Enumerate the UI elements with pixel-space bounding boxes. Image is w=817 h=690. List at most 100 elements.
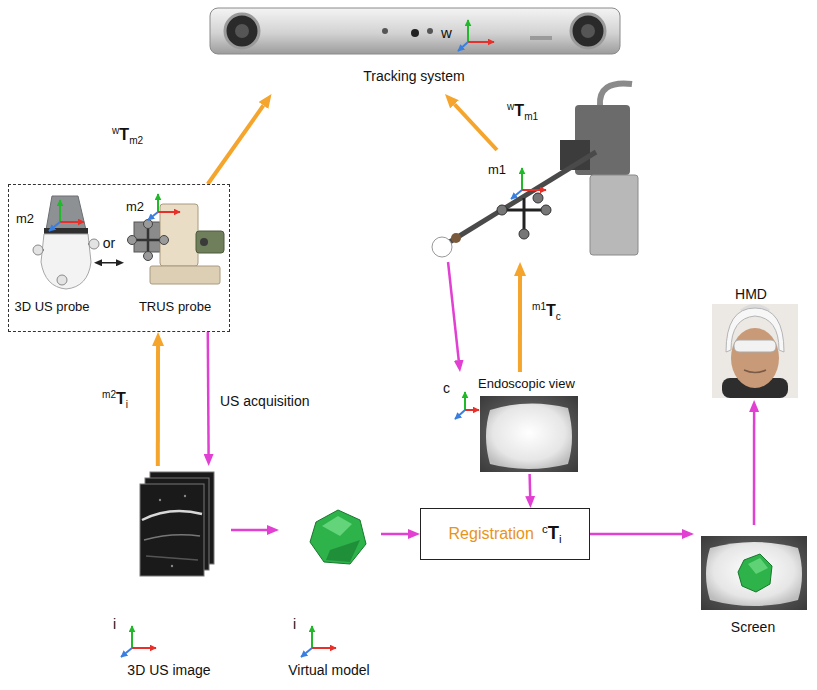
process-title: Registration xyxy=(449,524,534,543)
probe-item: m2 3D US probe xyxy=(12,191,94,329)
hmd-photo xyxy=(731,328,779,388)
us-3d-probe xyxy=(33,245,43,255)
superscript: m2 xyxy=(102,389,116,400)
image-caption: 3D US probe xyxy=(12,299,92,315)
coordinate-axes xyxy=(301,648,312,657)
frame-label: c xyxy=(443,380,450,397)
frame-label: m2 xyxy=(16,211,34,227)
tracking-camera xyxy=(210,8,620,54)
trus-probe xyxy=(144,220,153,229)
image-caption: Tracking system xyxy=(204,68,624,85)
subscript: i xyxy=(559,533,562,545)
us-3d-probe xyxy=(33,196,99,289)
coordinate-axes xyxy=(131,626,133,648)
virtual-model xyxy=(310,510,366,564)
superscript: w xyxy=(112,125,119,136)
trus-probe xyxy=(150,266,220,284)
us-volume-stack xyxy=(184,495,186,497)
endoscope-robot xyxy=(533,193,543,203)
coordinate-axes xyxy=(60,221,84,223)
transform-symbol: T xyxy=(514,101,524,119)
endoscopic-view: cEndoscopic view xyxy=(440,372,580,474)
coordinate-axes xyxy=(157,194,159,212)
subscript: i xyxy=(126,399,128,410)
subscript: c xyxy=(556,311,561,322)
probe-group: orm23D US probem2TRUS probe xyxy=(8,184,230,332)
trus-probe xyxy=(160,236,169,245)
endoscope-robot xyxy=(448,152,596,243)
coordinate-axes xyxy=(311,626,313,648)
screen-image xyxy=(701,536,807,610)
coordinate-axes xyxy=(522,189,546,191)
trus-probe xyxy=(196,231,224,253)
trus-probe xyxy=(200,238,208,246)
edge-label: US acquisition xyxy=(218,392,312,410)
superscript: w xyxy=(507,101,514,112)
screen-image xyxy=(748,558,768,574)
endoscope-robot xyxy=(600,83,632,106)
endoscopic-image xyxy=(486,403,572,469)
flow-arrow xyxy=(753,412,756,525)
tracking-camera xyxy=(235,24,249,38)
us-3d-probe xyxy=(89,239,99,249)
trus-probe xyxy=(128,204,225,284)
or-label: or xyxy=(89,235,129,252)
endoscope-robot xyxy=(519,229,529,239)
endoscope-robot xyxy=(541,205,551,215)
connector-group xyxy=(102,104,754,534)
hmd-photo xyxy=(734,340,776,352)
coordinate-axes xyxy=(132,647,156,649)
flow-arrow xyxy=(207,332,210,454)
coordinate-axes xyxy=(148,212,158,220)
process-box: Registration cTi xyxy=(420,508,590,560)
coordinate-axes xyxy=(511,190,522,199)
endoscope-robot xyxy=(497,205,507,215)
transform-symbol: T xyxy=(546,301,556,319)
coordinate-axes xyxy=(312,647,336,649)
coordinate-axes xyxy=(521,168,523,190)
flow-arrow xyxy=(448,262,459,360)
screen-image xyxy=(738,554,772,592)
flow-arrow xyxy=(590,533,682,536)
coordinate-axes xyxy=(464,392,466,410)
superscript: m1 xyxy=(532,301,546,312)
tracking-camera xyxy=(210,8,620,54)
us-3d-probe xyxy=(46,196,86,230)
endoscopic-image xyxy=(480,396,578,472)
tracking-camera xyxy=(411,29,419,37)
coordinate-axes xyxy=(467,20,469,42)
frame-label: m1 xyxy=(488,162,506,178)
transform-arrow xyxy=(454,104,496,150)
coordinate-axes xyxy=(465,409,479,411)
transform-arrow xyxy=(518,276,522,372)
frame-label: m2 xyxy=(126,199,144,215)
coordinate-axes xyxy=(121,648,132,657)
image-caption: Screen xyxy=(694,619,812,636)
flow-arrow xyxy=(528,474,531,496)
transform-label: m2Ti xyxy=(100,388,130,411)
virtual-model xyxy=(310,510,366,564)
us-volume-stack xyxy=(142,511,202,520)
transform-label: cTi xyxy=(542,522,562,547)
us-volume-stack xyxy=(140,472,214,576)
tracking-camera xyxy=(530,36,552,40)
tracking-camera xyxy=(571,14,605,48)
endoscope-robot xyxy=(432,237,452,257)
coordinate-axes xyxy=(455,410,465,419)
hmd-photo xyxy=(726,308,784,352)
transform-symbol: T xyxy=(548,522,559,543)
transform-label: m1Tc xyxy=(530,300,563,323)
image-caption: HMD xyxy=(699,286,803,303)
trus-probe xyxy=(144,252,153,261)
image-caption: 3D US image xyxy=(109,662,229,679)
hmd-display: HMD xyxy=(699,282,805,400)
us-volume-stack xyxy=(140,484,204,576)
hmd-photo xyxy=(744,370,766,373)
coordinate-axes xyxy=(158,211,180,213)
us-volume-stack xyxy=(171,565,173,567)
transform-label: wTm1 xyxy=(505,100,540,123)
